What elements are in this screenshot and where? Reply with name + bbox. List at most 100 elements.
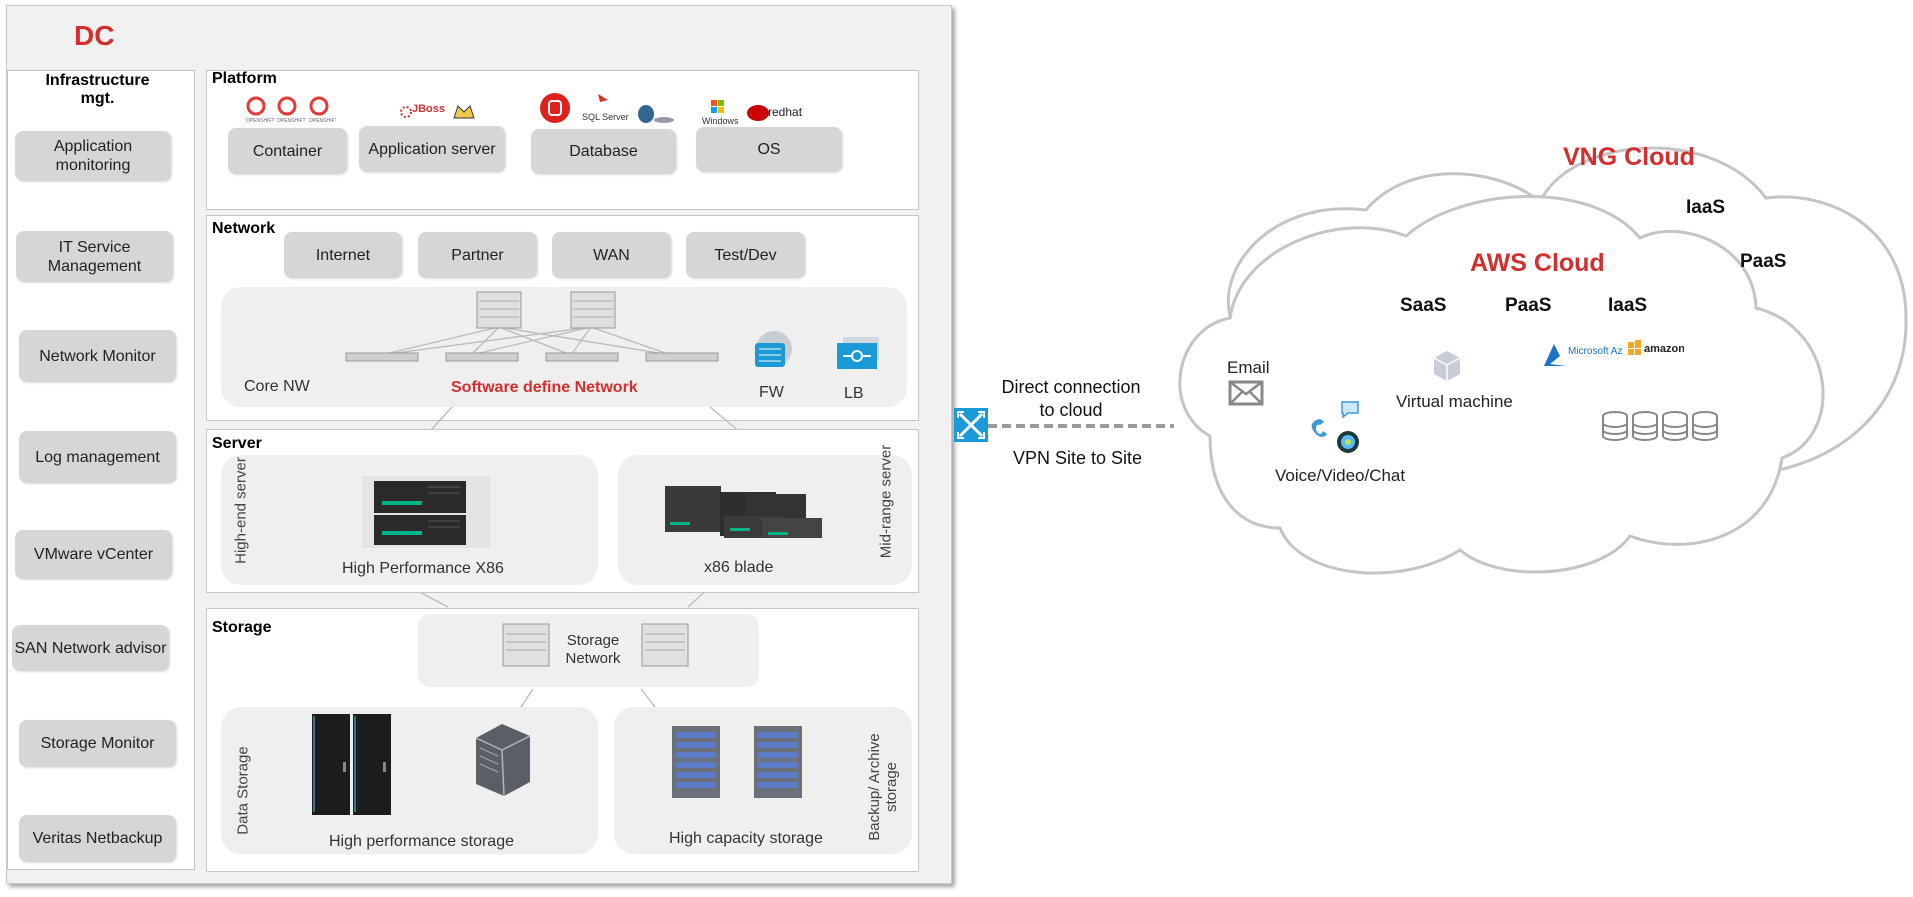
sdn-topology (345, 291, 879, 369)
amazon-web-services-logo: amazon web services (1628, 340, 1684, 355)
high-perf-storage-zone (221, 707, 598, 854)
aws-saas-label: SaaS (1400, 295, 1447, 316)
openshift-icon (246, 96, 329, 116)
storage-network-label: Storage Network (565, 632, 621, 667)
os-logos: Windows redhat (702, 100, 803, 126)
sdn-label: Software define Network (451, 379, 638, 396)
network-monitor-button[interactable]: Network Monitor (19, 330, 176, 382)
database-stack-icon (1602, 411, 1718, 441)
aws-iaas-label: IaaS (1608, 295, 1648, 316)
storage-network-zone (418, 614, 759, 687)
firewall-icon (755, 331, 792, 367)
virtual-machine-icon (1433, 351, 1461, 381)
windows-icon: Windows (702, 100, 739, 126)
windows-text: Windows (702, 116, 739, 126)
sdn-zone (221, 287, 907, 407)
redhat-text: redhat (768, 105, 803, 119)
dc-title: DC (74, 20, 115, 51)
leaf-switch-icon (345, 352, 719, 362)
redhat-icon: redhat (747, 105, 803, 121)
storage-array-icon (312, 714, 391, 815)
aws-paas-label: PaaS (1505, 295, 1552, 316)
database-button[interactable]: Database (531, 129, 676, 174)
high-end-server-label: High-end server (232, 457, 250, 564)
log-management-button[interactable]: Log management (19, 431, 176, 483)
application-server-button[interactable]: Application server (359, 126, 505, 172)
sqlserver-text: SQL Server (582, 112, 629, 122)
san-switch-icon (502, 623, 689, 667)
vpn-connector-icon (954, 408, 988, 442)
internet-button[interactable]: Internet (284, 232, 402, 278)
jboss-tomcat-logos: JBoss (400, 103, 475, 119)
container-button[interactable]: Container (228, 128, 347, 174)
core-nw-label: Core NW (244, 378, 310, 395)
storage-links (520, 688, 656, 708)
application-monitoring-button[interactable]: Application monitoring (15, 131, 171, 181)
blade-server-icon (665, 486, 822, 538)
wan-button[interactable]: WAN (552, 232, 671, 278)
cloud-shapes (1178, 146, 1908, 575)
high-performance-storage-label: High performance storage (329, 833, 514, 850)
high-performance-server-icon (362, 476, 490, 548)
fw-label: FW (759, 384, 784, 401)
network-title: Network (212, 220, 276, 237)
database-logos: SQL Server (540, 93, 674, 123)
email-label: Email (1227, 358, 1270, 377)
data-storage-label: Data Storage (234, 746, 252, 835)
db-cylinder-2 (1632, 411, 1658, 441)
storage-monitor-button[interactable]: Storage Monitor (19, 720, 176, 767)
platform-title: Platform (212, 70, 277, 87)
aws-cloud-title: AWS Cloud (1470, 249, 1605, 277)
rack-2 (754, 726, 802, 798)
vmware-vcenter-button[interactable]: VMware vCenter (15, 530, 172, 579)
vng-paas-label: PaaS (1740, 251, 1787, 272)
spine-switch-icon (476, 291, 616, 329)
x86-blade-label: x86 blade (704, 559, 774, 576)
sqlserver-icon: SQL Server (582, 94, 629, 122)
virtual-machine-label: Virtual machine (1396, 392, 1513, 411)
sdn-links (380, 326, 672, 356)
vpn-site-to-site-label: VPN Site to Site (1013, 448, 1143, 468)
partner-button[interactable]: Partner (418, 232, 537, 278)
infra-mgmt-title: Infrastructure mgt. (45, 72, 150, 107)
aws-cloud-icon (1178, 194, 1825, 575)
direct-connection-label: Direct connection to cloud (1001, 377, 1141, 420)
amazon-text: amazon web services (1644, 343, 1684, 355)
db-cylinder-3 (1662, 411, 1688, 441)
rack-1 (672, 726, 720, 798)
vng-iaas-label: IaaS (1686, 197, 1726, 218)
load-balancer-icon (837, 337, 879, 369)
jboss-icon: JBoss (400, 103, 445, 118)
jboss-text: JBoss (412, 103, 445, 115)
openshift-text-1: OPENSHIFT (246, 118, 275, 124)
tomcat-icon (453, 105, 475, 119)
san-network-advisor-button[interactable]: SAN Network advisor (12, 625, 169, 671)
vng-cloud-title: VNG Cloud (1563, 143, 1695, 171)
azure-text: Microsoft Azure (1568, 346, 1622, 357)
server-title: Server (212, 435, 262, 452)
rack-storage-icon (672, 726, 802, 798)
backup-archive-label: Backup/ Archive storage (866, 733, 900, 841)
microsoft-azure-logo: Microsoft Azure (1544, 344, 1622, 366)
email-icon (1228, 380, 1264, 406)
postgresql-icon (638, 105, 674, 123)
db-cylinder-1 (1602, 411, 1628, 441)
it-service-management-button[interactable]: IT Service Management (16, 231, 173, 282)
storage-title: Storage (212, 619, 272, 636)
openshift-text-2: OPENSHIFT (277, 118, 306, 124)
oracle-db-icon (540, 93, 570, 123)
openshift-text-3: OPENSHIFT (309, 118, 336, 124)
voice-video-chat-icon (1311, 401, 1359, 453)
mid-range-server-label: Mid-range server (877, 444, 895, 559)
lb-label: LB (844, 385, 864, 402)
voice-video-chat-label: Voice/Video/Chat (1275, 466, 1406, 485)
storage-server-icon (475, 724, 531, 797)
high-performance-x86-label: High Performance X86 (342, 560, 504, 577)
os-button[interactable]: OS (696, 127, 842, 172)
openshift-logos: OPENSHIFT OPENSHIFT OPENSHIFT (246, 96, 336, 124)
db-cylinder-4 (1692, 411, 1718, 441)
connection-line (954, 408, 1174, 442)
test-dev-button[interactable]: Test/Dev (686, 232, 805, 278)
high-capacity-storage-label: High capacity storage (669, 830, 823, 847)
veritas-netbackup-button[interactable]: Veritas Netbackup (19, 815, 176, 862)
